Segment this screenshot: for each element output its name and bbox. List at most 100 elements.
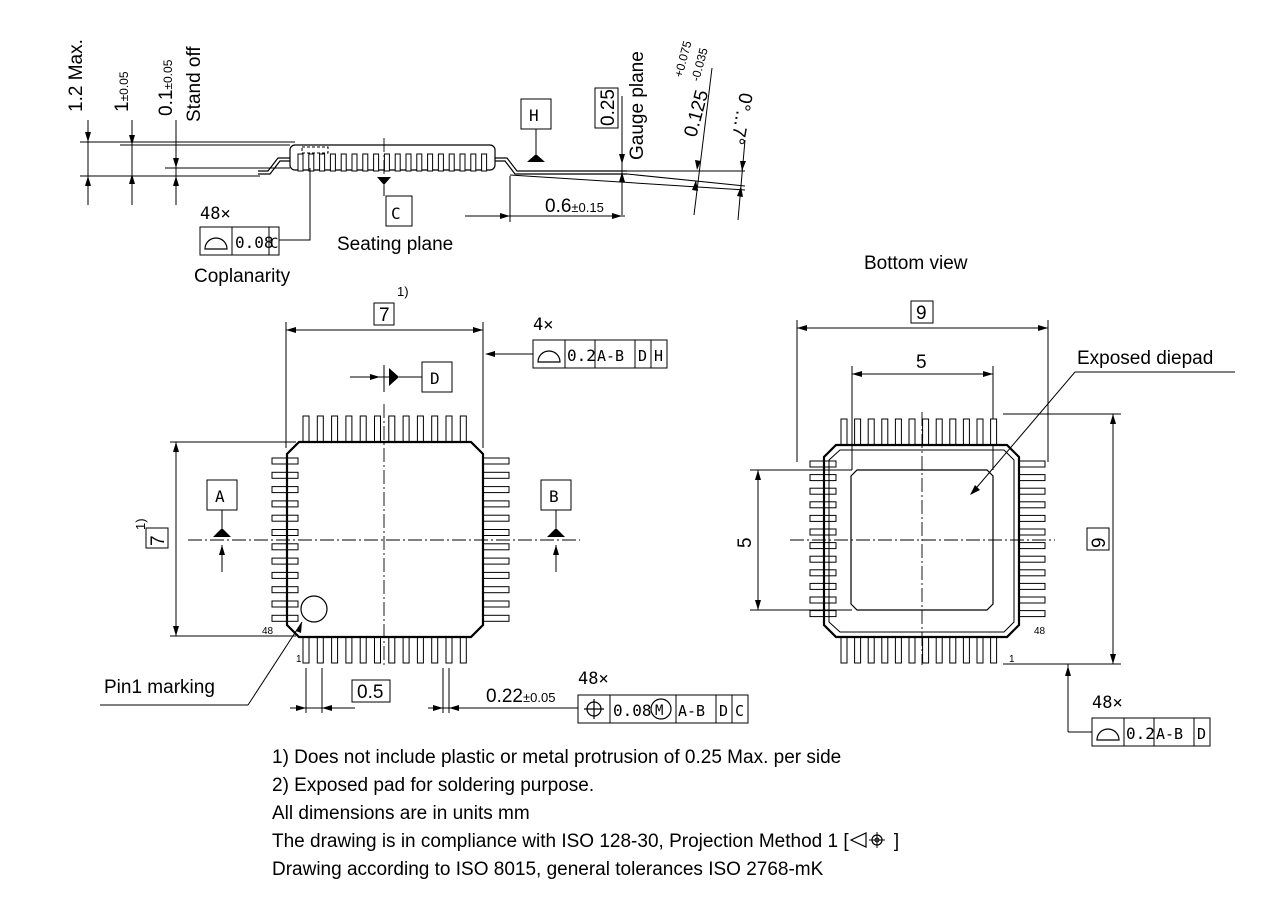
datum-c-label: C bbox=[391, 204, 401, 223]
exposed-diepad-label: Exposed diepad bbox=[1077, 348, 1213, 369]
pin bbox=[482, 529, 510, 536]
pin bbox=[271, 600, 299, 608]
pin bbox=[345, 636, 353, 664]
position-value: 0.08 bbox=[613, 701, 652, 720]
side-pin bbox=[405, 153, 412, 172]
pin bbox=[482, 557, 510, 565]
pin bbox=[271, 457, 299, 465]
pitch-value: 0.5 bbox=[357, 682, 383, 703]
pin bbox=[482, 600, 510, 608]
side-pin bbox=[470, 153, 477, 172]
side-pin bbox=[459, 153, 466, 172]
position-modifier: M bbox=[655, 703, 663, 719]
pin bbox=[402, 636, 410, 664]
pin bbox=[271, 571, 299, 579]
note-4-close: ] bbox=[893, 831, 900, 852]
side-pin bbox=[351, 153, 358, 172]
pin bbox=[459, 636, 467, 664]
datum-c-triangle bbox=[377, 177, 391, 185]
pin bbox=[867, 636, 875, 664]
datum-d-triangle bbox=[389, 368, 399, 386]
datum-b-triangle bbox=[547, 528, 565, 537]
pin bbox=[881, 636, 889, 664]
profile-surface-icon bbox=[1096, 728, 1120, 741]
note-1: 1) Does not include plastic or metal pro… bbox=[272, 747, 842, 768]
pin bbox=[482, 543, 510, 551]
profile-count: 4× bbox=[533, 315, 553, 335]
dim-body-height: 1±0.05 bbox=[112, 71, 133, 112]
coplanarity-datum: C bbox=[270, 236, 278, 252]
side-pins bbox=[297, 153, 488, 172]
bottom-view: Bottom view 9 5 5 9 bbox=[735, 253, 1235, 747]
pin bbox=[962, 418, 970, 446]
pin bbox=[1018, 596, 1046, 604]
profile-value: 0.2 bbox=[567, 346, 596, 365]
pin-48-label: 48 bbox=[262, 626, 274, 637]
pad-width: 5 bbox=[916, 352, 927, 373]
side-pin bbox=[448, 153, 455, 172]
datum-b-label: B bbox=[549, 487, 559, 506]
top-height-note: 1) bbox=[133, 518, 148, 530]
profile-surface-icon bbox=[204, 237, 228, 250]
pin bbox=[949, 418, 957, 446]
pin bbox=[402, 415, 410, 443]
pin bbox=[431, 415, 439, 443]
pin bbox=[840, 418, 848, 446]
side-pin bbox=[308, 153, 315, 172]
exposed-pad bbox=[850, 469, 994, 611]
position-icon bbox=[584, 699, 604, 719]
pin bbox=[359, 636, 367, 664]
note-4-text: The drawing is in compliance with ISO 12… bbox=[272, 831, 849, 852]
pin bbox=[271, 543, 299, 551]
pin bbox=[271, 529, 299, 536]
position-count: 48× bbox=[578, 669, 609, 689]
profile-surface-icon bbox=[537, 350, 561, 363]
dim-standoff: 0.1±0.05 bbox=[156, 59, 177, 116]
pin bbox=[482, 571, 510, 579]
bottom-width: 9 bbox=[916, 303, 927, 324]
bottom-pin-48-label: 48 bbox=[1034, 626, 1046, 637]
pin bbox=[316, 636, 324, 664]
bottom-profile-datum-1: A-B bbox=[1156, 725, 1183, 743]
pin bbox=[976, 636, 984, 664]
side-view: 1.2 Max. 1±0.05 0.1±0.05 Stand off bbox=[66, 39, 756, 287]
projection-method-icon bbox=[849, 832, 885, 848]
pin bbox=[271, 471, 299, 479]
note-2: 2) Exposed pad for soldering purpose. bbox=[272, 775, 595, 796]
coplanarity-value: 0.08 bbox=[235, 233, 274, 252]
pin bbox=[990, 636, 998, 664]
coplanarity-count: 48× bbox=[200, 204, 231, 224]
dim-height-max: 1.2 Max. bbox=[66, 39, 87, 112]
side-pin bbox=[340, 153, 347, 172]
pin bbox=[894, 418, 902, 446]
position-datum-3: C bbox=[735, 702, 744, 720]
pin bbox=[482, 471, 510, 479]
pin bbox=[990, 418, 998, 446]
pin bbox=[445, 636, 453, 664]
pin bbox=[894, 636, 902, 664]
pin bbox=[359, 415, 367, 443]
pin bbox=[867, 418, 875, 446]
pin bbox=[316, 415, 324, 443]
datum-h-triangle bbox=[527, 154, 545, 162]
pin bbox=[1018, 514, 1046, 522]
side-pin bbox=[297, 153, 304, 172]
note-4: The drawing is in compliance with ISO 12… bbox=[272, 828, 1072, 856]
seating-plane-label: Seating plane bbox=[337, 234, 453, 255]
side-pin bbox=[329, 153, 336, 172]
pin bbox=[271, 614, 299, 622]
pin bbox=[1018, 460, 1046, 468]
pin bbox=[976, 418, 984, 446]
top-body-outline bbox=[285, 440, 485, 639]
pin bbox=[388, 415, 396, 443]
profile-datum-3: H bbox=[654, 347, 663, 365]
note-5: Drawing according to ISO 8015, general t… bbox=[272, 859, 824, 880]
pin bbox=[935, 418, 943, 446]
top-view-pins bbox=[271, 415, 510, 664]
side-pin bbox=[427, 153, 434, 172]
pin1-circle bbox=[300, 595, 328, 623]
pin bbox=[922, 636, 930, 664]
side-pin bbox=[362, 153, 369, 172]
standoff-label: Stand off bbox=[184, 46, 205, 122]
